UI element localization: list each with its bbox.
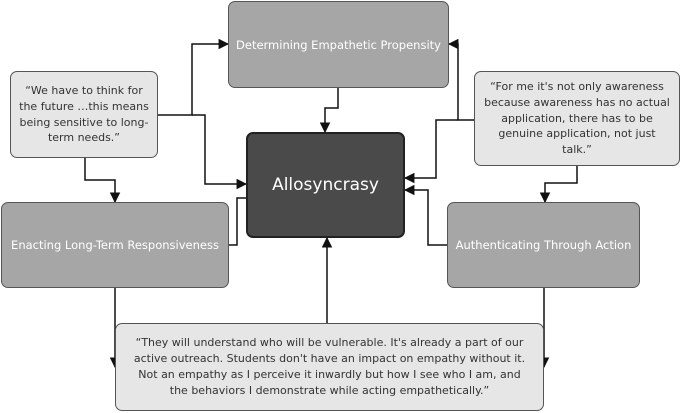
theme-determining-empathetic-propensity: Determining Empathetic Propensity	[228, 1, 449, 88]
edge-awareness-to-center	[403, 119, 458, 184]
edge-determining-to-center	[319, 88, 339, 134]
edge-authenticating-to-center	[403, 184, 447, 246]
quote-vulnerable-text: “They will understand who will be vulner…	[133, 336, 526, 397]
theme-authenticating-label: Authenticating Through Action	[455, 238, 632, 252]
edge-enacting-to-center	[229, 197, 246, 246]
theme-authenticating-through-action: Authenticating Through Action	[447, 202, 640, 288]
quote-future: “We have to think for the future …this m…	[10, 71, 158, 158]
edge-awareness-to-determining	[447, 38, 474, 121]
quote-vulnerable: “They will understand who will be vulner…	[115, 323, 544, 411]
edge-future-to-center	[192, 114, 248, 190]
quote-awareness-text: “For me it's not only awareness because …	[484, 79, 670, 157]
theme-enacting-long-term-responsiveness: Enacting Long-Term Responsiveness	[1, 202, 229, 288]
edge-future-to-determining	[158, 38, 230, 116]
quote-awareness: “For me it's not only awareness because …	[474, 71, 680, 166]
edge-future-to-enacting	[84, 158, 121, 204]
theme-determining-label: Determining Empathetic Propensity	[236, 37, 441, 52]
edge-awareness-to-authenticating	[539, 166, 578, 204]
quote-future-text: “We have to think for the future …this m…	[19, 83, 149, 145]
center-allosyncrasy: Allosyncrasy	[246, 132, 405, 238]
center-label: Allosyncrasy	[272, 175, 379, 195]
theme-enacting-label: Enacting Long-Term Responsiveness	[11, 238, 219, 252]
